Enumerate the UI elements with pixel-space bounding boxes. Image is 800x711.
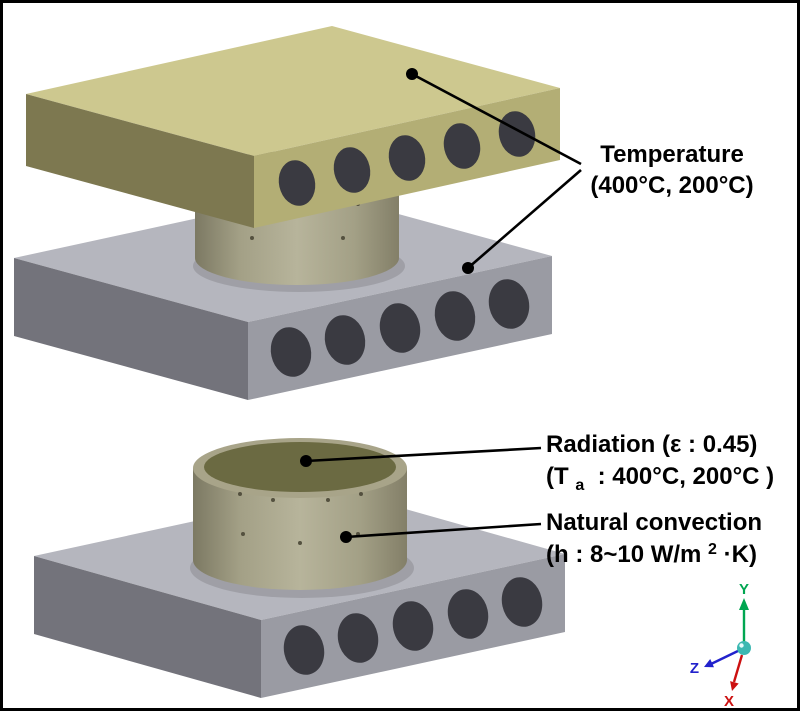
- temperature-annotation: Temperature (400°C, 200°C): [406, 68, 754, 274]
- radiation-annotation: Radiation (ε : 0.45) (T a : 400°C, 200°C…: [300, 431, 774, 496]
- duct-hole: [447, 589, 489, 639]
- origin-ball-highlight: [739, 643, 744, 648]
- x-axis-line: [732, 654, 744, 683]
- duct-hole: [501, 577, 543, 627]
- yellow-plate-top-face: [26, 26, 560, 156]
- origin-ball: [737, 641, 751, 655]
- temperature-leader-line-bottom: [467, 169, 582, 269]
- duct-hole: [270, 327, 312, 377]
- cylinder-top-face: [204, 442, 396, 492]
- axis-triad: Y Z X: [690, 581, 751, 710]
- yellow-plate-left-face: [26, 94, 254, 228]
- duct-hole: [443, 123, 481, 169]
- duct-hole: [278, 160, 316, 206]
- temperature-anchor-dot-bottom: [462, 262, 474, 274]
- z-axis-line: [710, 648, 741, 666]
- radiation-anchor-dot: [300, 455, 312, 467]
- cylinder-side: [193, 468, 407, 590]
- duct-hole: [379, 303, 421, 353]
- y-axis-label: Y: [739, 581, 749, 598]
- z-axis-label: Z: [690, 660, 699, 677]
- duct-hole: [324, 315, 366, 365]
- pin-hole: [341, 236, 345, 240]
- z-axis-arrow: [704, 659, 714, 668]
- radiation-line2-pre: (T: [546, 463, 569, 490]
- pin-hole: [241, 532, 245, 536]
- duct-hole: [392, 601, 434, 651]
- radiation-line2-subscript: a: [575, 477, 584, 494]
- x-axis-arrow: [730, 681, 739, 691]
- temperature-label-line2: (400°C, 200°C): [590, 172, 753, 199]
- gray-plate-left-face: [34, 556, 261, 698]
- convection-leader-line: [345, 522, 542, 539]
- convection-label-line1: Natural convection: [546, 509, 762, 536]
- pin-hole: [326, 498, 330, 502]
- duct-hole: [434, 291, 476, 341]
- pin-hole: [359, 492, 363, 496]
- convection-annotation: Natural convection (h : 8~10 W/m 2 ·K): [340, 509, 762, 568]
- radiation-line2-post: : 400°C, 200°C ): [591, 463, 774, 490]
- radiation-leader-line: [305, 446, 542, 463]
- convection-anchor-dot: [340, 531, 352, 543]
- upper-yellow-plate: [26, 26, 560, 228]
- duct-hole: [283, 625, 325, 675]
- gray-plate-left-face: [14, 258, 248, 400]
- convection-line2-post: ·K): [724, 541, 757, 568]
- temperature-leader-line-top: [411, 72, 582, 166]
- convection-line2-superscript: 2: [708, 541, 717, 558]
- radiation-label-line2: (T a : 400°C, 200°C ): [546, 463, 774, 496]
- lower-cylinder: [193, 438, 407, 590]
- pin-hole: [298, 541, 302, 545]
- duct-hole: [488, 279, 530, 329]
- y-axis-arrow: [739, 598, 749, 610]
- lower-assembly: [34, 438, 565, 698]
- pin-hole: [271, 498, 275, 502]
- radiation-label-line1: Radiation (ε : 0.45): [546, 431, 757, 458]
- temperature-anchor-dot-top: [406, 68, 418, 80]
- duct-hole: [388, 135, 426, 181]
- upper-assembly: [14, 26, 560, 400]
- convection-label-line2: (h : 8~10 W/m 2 ·K): [546, 533, 757, 568]
- duct-hole: [498, 111, 536, 157]
- pin-hole: [250, 236, 254, 240]
- duct-hole: [337, 613, 379, 663]
- duct-hole: [333, 147, 371, 193]
- convection-line2-pre: (h : 8~10 W/m: [546, 541, 701, 568]
- temperature-label-line1: Temperature: [600, 141, 744, 168]
- pin-hole: [238, 492, 242, 496]
- x-axis-label: X: [724, 693, 734, 710]
